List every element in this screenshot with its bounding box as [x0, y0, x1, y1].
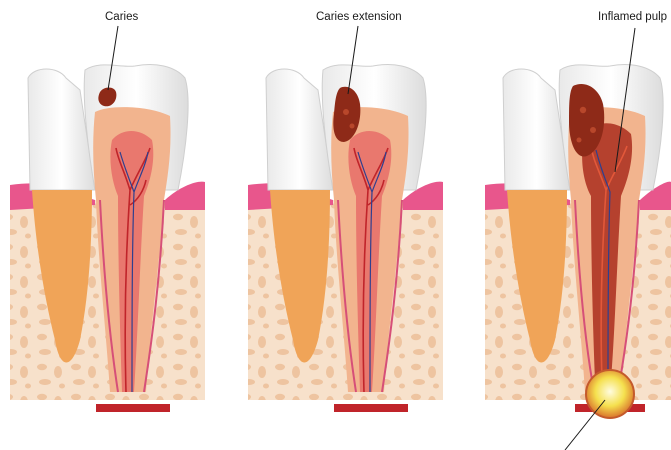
panel-inflamed-pulp: [485, 28, 671, 450]
caries-speckle: [343, 109, 349, 115]
caries-speckle: [577, 138, 582, 143]
caries-extension-label: Caries extension: [316, 11, 402, 23]
caries-speckle: [350, 124, 355, 129]
caries-label: Caries: [105, 11, 138, 23]
apex-vessel: [96, 404, 170, 412]
abscess: [586, 370, 634, 418]
panel-caries-extension: [248, 26, 443, 412]
caries-speckle: [590, 127, 596, 133]
inflamed-pulp-label: Inflamed pulp: [598, 11, 667, 23]
panel-caries: [10, 26, 205, 412]
caries-speckle: [580, 107, 586, 113]
apex-vessel: [334, 404, 408, 412]
